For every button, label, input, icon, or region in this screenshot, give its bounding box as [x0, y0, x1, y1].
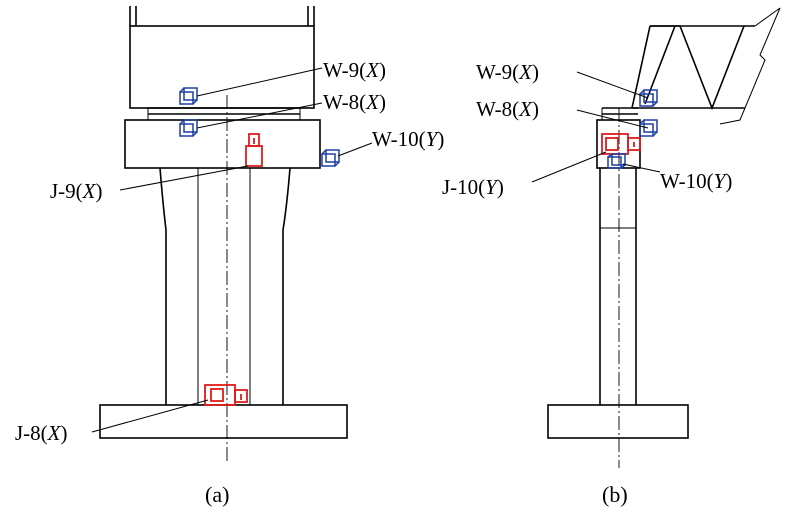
label-w10-a: W-10(Y) [372, 127, 444, 151]
panel-b-elevation [547, 7, 781, 468]
label-w10-b: W-10(Y) [660, 169, 732, 193]
leader-w10-b [622, 163, 661, 173]
caption-b: (b) [602, 482, 628, 507]
truss-diagonals [650, 25, 745, 111]
j8-sensor-a [204, 384, 248, 406]
w10-sensor-b [607, 153, 626, 169]
w9-sensor-b [639, 89, 658, 107]
leader-w8-a [196, 102, 323, 129]
truss-left-end [631, 25, 651, 109]
footing-b [547, 404, 689, 439]
label-w9-a: W-9(X) [323, 58, 386, 82]
panel-a-elevation [99, 6, 348, 462]
label-j10-b: J-10(Y) [442, 175, 504, 199]
leader-j9-a [119, 165, 249, 191]
truss-break-line [719, 7, 781, 125]
leader-w9-b [576, 71, 649, 99]
leader-j8-a [91, 399, 209, 433]
truss-diagonal-left [644, 25, 676, 105]
label-w8-a: W-8(X) [323, 90, 386, 114]
caption-a: (a) [205, 482, 229, 507]
j9-sensor-a [245, 133, 263, 167]
leader-w8-b [576, 109, 649, 129]
pier-cap [124, 119, 321, 169]
girder-box [129, 25, 315, 109]
w8-sensor-b [639, 119, 658, 137]
label-w9-b: W-9(X) [476, 60, 539, 84]
pier-outer-left [159, 167, 167, 405]
leader-w10-a [337, 142, 373, 157]
label-j9-a: J-9(X) [50, 179, 103, 203]
w8-sensor-a [179, 119, 198, 137]
leader-j10-b [531, 151, 607, 183]
pier-outer-right [282, 167, 291, 405]
j10-sensor-b [601, 133, 641, 155]
w9-sensor-a [179, 87, 198, 105]
w10-sensor-a [321, 149, 340, 167]
pier-footing [99, 404, 348, 439]
label-w8-b: W-8(X) [476, 97, 539, 121]
label-j8-a: J-8(X) [15, 421, 68, 445]
leader-w9-a [196, 67, 323, 97]
truss-break-top [754, 7, 781, 27]
